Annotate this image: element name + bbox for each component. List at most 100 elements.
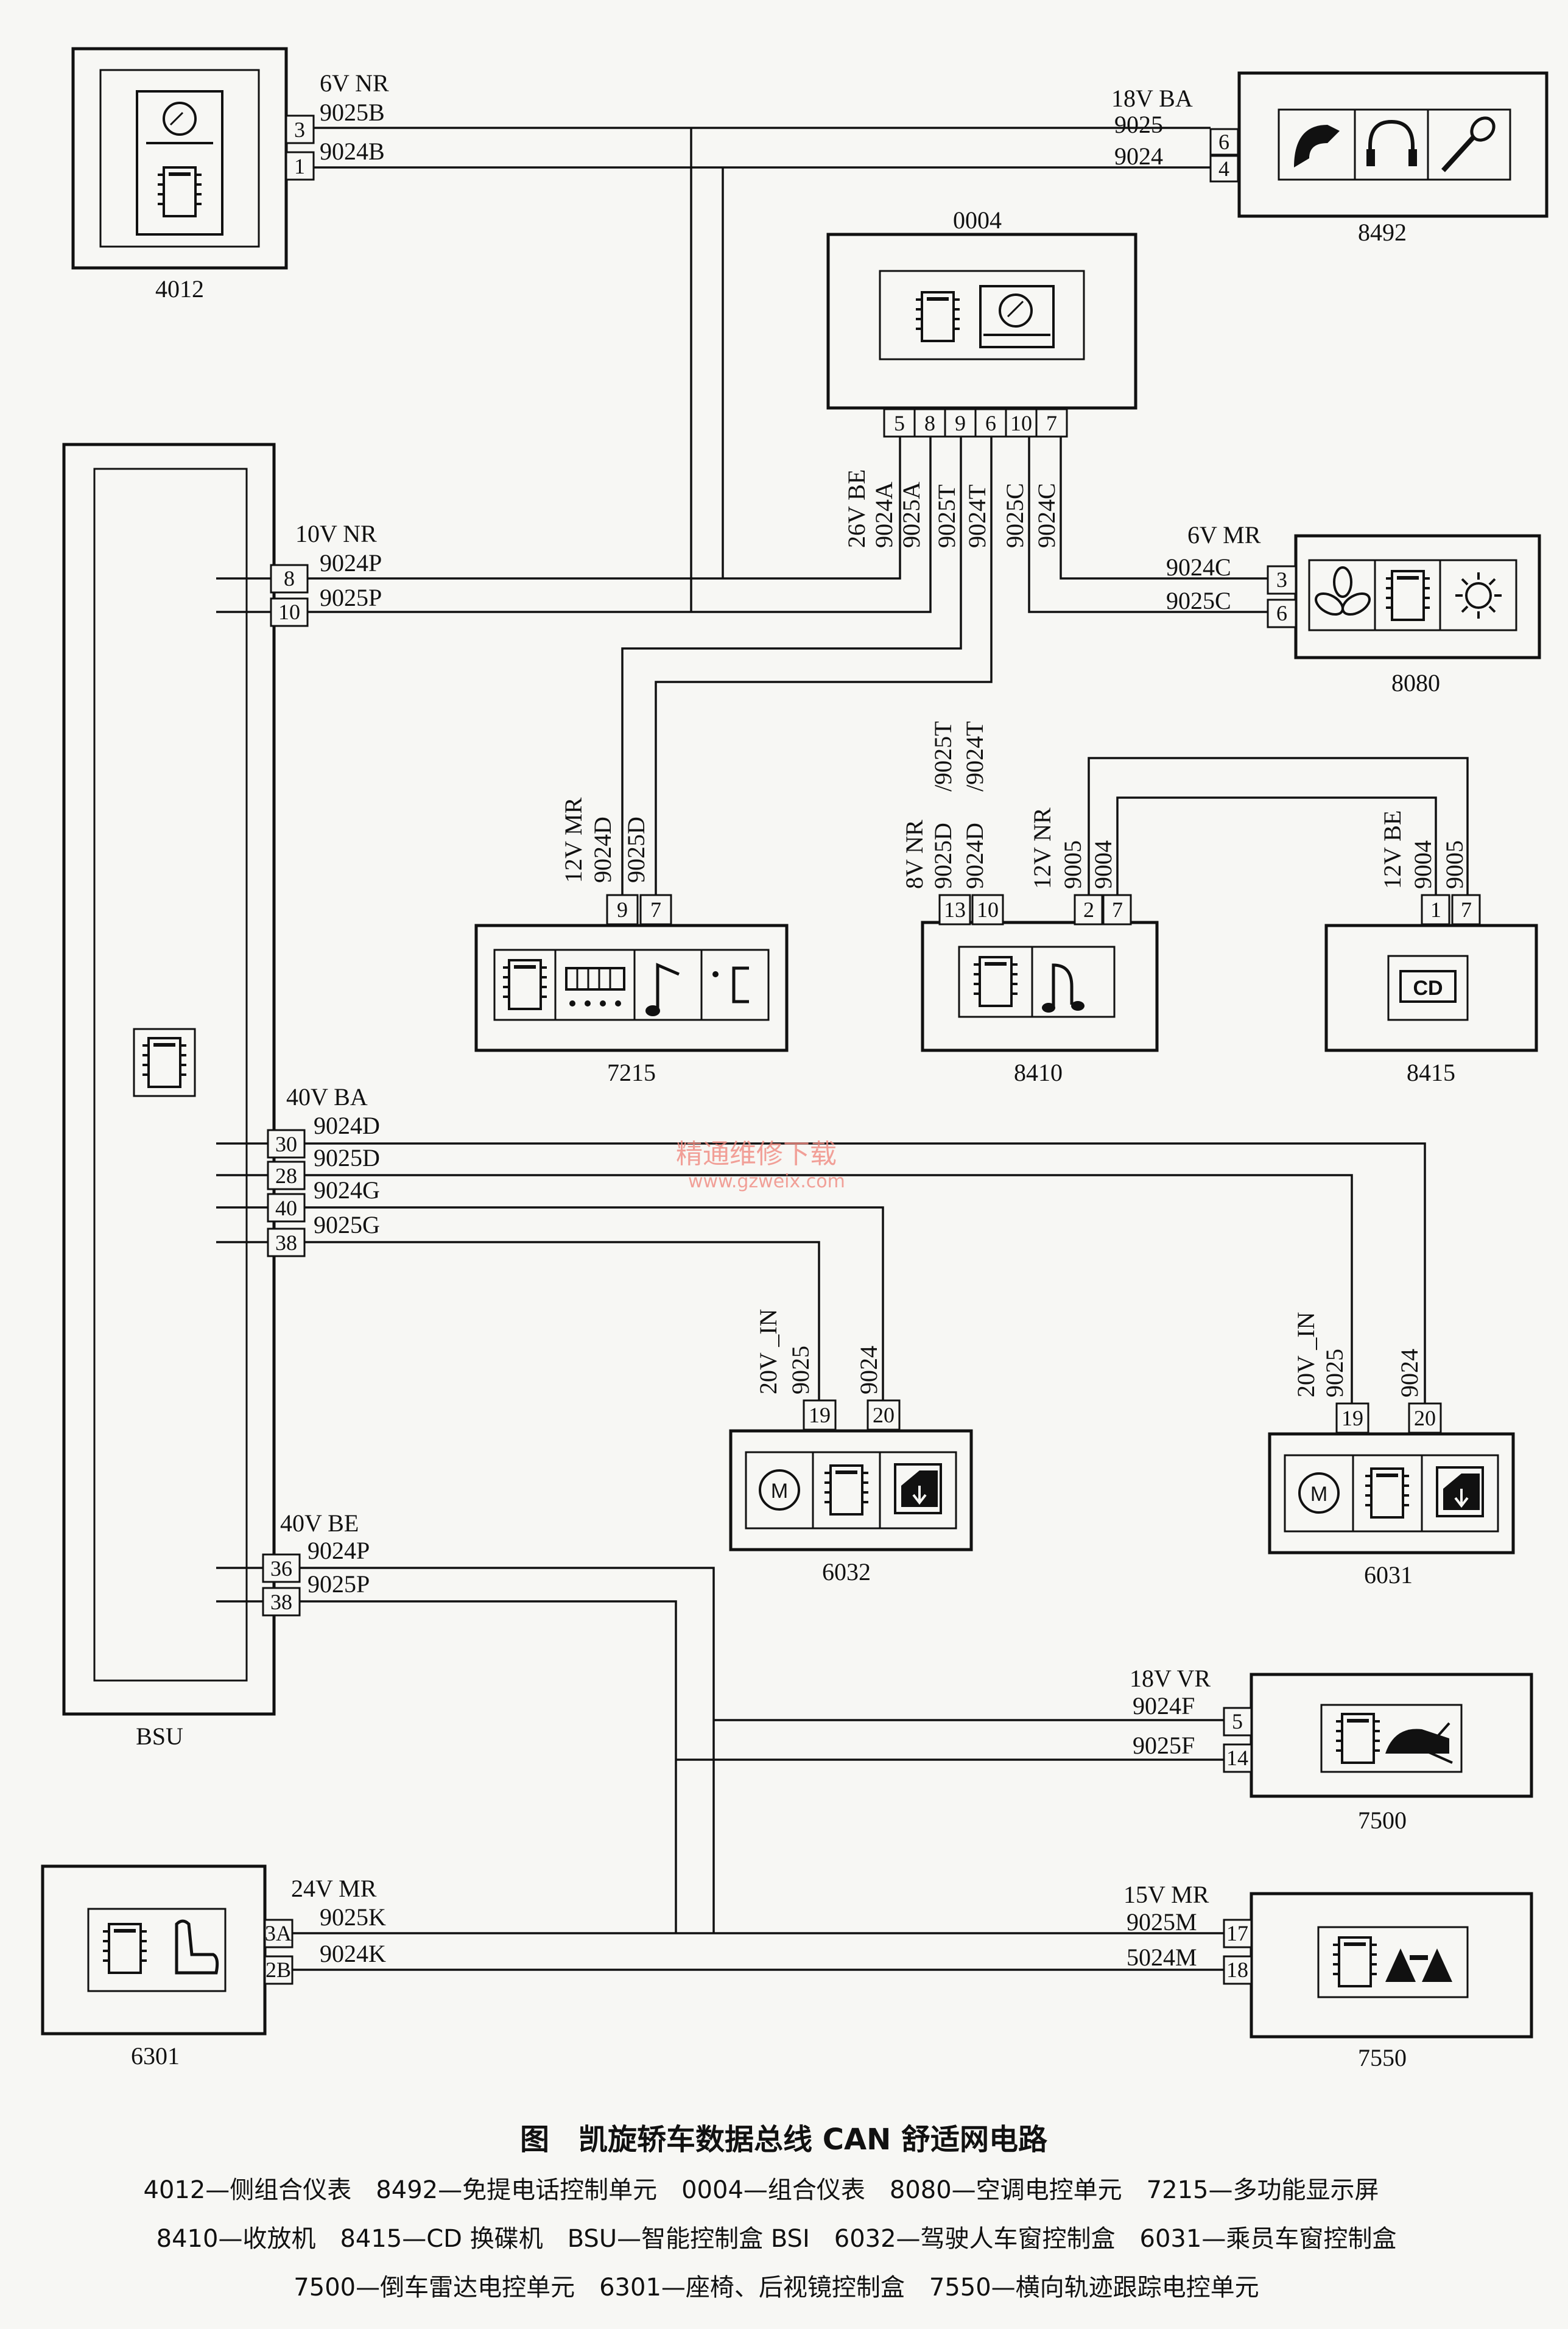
wire-label: 9005 <box>1059 840 1086 889</box>
pin-label: 2 <box>1083 898 1094 922</box>
pin-label: 17 <box>1226 1921 1248 1945</box>
module-0004: 5 8 9 6 10 7 0004 26V BE 9024A 9025A 902… <box>826 206 1137 548</box>
spec-label: 40V BE <box>280 1509 359 1537</box>
fan-icon <box>1315 566 1371 616</box>
spec-label: 8V NR <box>901 820 928 889</box>
seat-icon <box>175 1919 219 1975</box>
spec-label: 12V MR <box>560 797 587 883</box>
module-id: 6031 <box>1364 1561 1413 1589</box>
pin-label: 38 <box>270 1590 292 1614</box>
module-8080: 3 6 6V MR 9024C 9025C 8080 <box>1166 521 1541 697</box>
motor-label: M <box>771 1480 788 1503</box>
wire-label: 9004 <box>1409 840 1436 889</box>
wire-label: 9025B <box>320 99 385 126</box>
module-8410: 13 10 2 7 8V NR 9025D 9024D /9025T /9024… <box>901 721 1159 1086</box>
motor-icon: M <box>1298 1472 1340 1514</box>
module-7500: 5 14 18V VR 9024F 9025F 7500 <box>1130 1665 1533 1834</box>
module-7550: 17 18 15V MR 9025M 5024M 7550 <box>1123 1881 1533 2071</box>
wire-label: 9025K <box>320 1903 386 1931</box>
module-id: 7550 <box>1358 2044 1407 2071</box>
wire-label: 9025P <box>320 584 382 611</box>
bracket-icon <box>712 966 749 1003</box>
pin-label: 7 <box>1112 898 1123 922</box>
pin-label: 9 <box>955 411 966 435</box>
wire-label: 9025A <box>898 482 925 548</box>
pin-label: 5 <box>894 411 905 435</box>
pin-label: 7 <box>650 898 661 922</box>
chip-icon <box>102 1923 148 1974</box>
pin-label: 10 <box>278 600 300 624</box>
wire-label: 9024A <box>870 482 898 548</box>
chip-icon <box>1385 570 1431 621</box>
spec-label: 26V BE <box>843 469 870 548</box>
wire-label: 9024G <box>314 1176 380 1204</box>
chip-icon <box>823 1464 870 1516</box>
wire-label: 9004 <box>1089 840 1117 889</box>
wire-label: 9024 <box>1396 1349 1423 1397</box>
wire-label: /9025T <box>929 721 957 792</box>
module-id: 8492 <box>1358 219 1407 246</box>
wire-label: 9025D <box>622 817 650 883</box>
spec-label: 12V BE <box>1379 810 1406 889</box>
pin-label: 8 <box>924 411 935 435</box>
spec-label: 10V NR <box>295 520 377 547</box>
module-8415: CD 1 7 12V BE 9004 9005 8415 <box>1324 810 1538 1086</box>
lane-tracking-icon <box>1385 1948 1452 1982</box>
pin-label: 28 <box>275 1164 297 1188</box>
wire-label: 9024P <box>308 1537 370 1564</box>
module-id: 8080 <box>1391 669 1440 697</box>
spec-label: 15V MR <box>1123 1881 1209 1908</box>
wire-label: 9024F <box>1133 1692 1195 1720</box>
pin-label: 1 <box>294 154 305 178</box>
motor-icon: M <box>759 1469 800 1511</box>
wire-label: 9025F <box>1133 1732 1195 1759</box>
pin-label: 9 <box>617 898 628 922</box>
module-id: BSU <box>136 1723 183 1750</box>
module-7215: 9 7 12V MR 9024D 9025D 7215 <box>474 797 789 1086</box>
pin-label: 6 <box>1276 601 1287 625</box>
cd-label: CD <box>1413 977 1443 1000</box>
module-bsu: BSU 8 10 10V NR 9024P 9025P 30 28 40 38 … <box>62 443 382 1750</box>
spec-label: 20V _IN <box>1292 1312 1320 1397</box>
gauge-icon <box>136 90 223 236</box>
chip-icon <box>1335 1713 1381 1764</box>
spec-label: 20V _IN <box>754 1309 782 1394</box>
caption-line-2: 8410—收放机 8415—CD 换碟机 BSU—智能控制盒 BSI 6032—… <box>156 2225 1397 2253</box>
pin-label: 8 <box>284 566 295 591</box>
pin-label: 19 <box>809 1403 831 1427</box>
module-id: 8410 <box>1014 1059 1063 1086</box>
cd-icon: CD <box>1399 970 1457 1003</box>
pin-label: 19 <box>1341 1406 1363 1430</box>
wire-label: 9025D <box>314 1144 380 1172</box>
spec-label: 24V MR <box>291 1875 377 1902</box>
wire-label: 9025T <box>933 485 960 548</box>
pin-label: 14 <box>1226 1746 1248 1770</box>
motor-label: M <box>1310 1483 1327 1506</box>
pin-label: 5 <box>1232 1709 1243 1734</box>
chip-icon <box>502 959 548 1010</box>
wire-label: 9024T <box>963 485 991 548</box>
module-id: 6032 <box>822 1558 871 1586</box>
module-id: 6301 <box>131 2042 180 2070</box>
chip-icon <box>156 166 203 217</box>
module-8492: 6 4 18V BA 9025 9024 8492 <box>1111 71 1549 246</box>
microphone-icon <box>1441 135 1475 172</box>
pin-label: 20 <box>1414 1406 1436 1430</box>
display-icon <box>565 967 625 1006</box>
window-icon <box>1436 1466 1484 1517</box>
caption-line-3: 7500—倒车雷达电控单元 6301—座椅、后视镜控制盒 7550—横向轨迹跟踪… <box>294 2274 1259 2302</box>
pin-label: 40 <box>275 1196 297 1220</box>
pin-label: 3A <box>265 1921 292 1945</box>
music-note-icon <box>645 963 680 1016</box>
module-id: 0004 <box>953 206 1002 234</box>
pin-label: 36 <box>270 1556 292 1581</box>
headset-icon <box>1368 119 1415 161</box>
wire-label: 9024C <box>1166 553 1231 581</box>
spec-label: 6V NR <box>320 69 389 97</box>
wiring <box>216 127 1469 1971</box>
window-icon <box>894 1463 942 1514</box>
wire-label: 9024B <box>320 138 385 165</box>
module-id: 4012 <box>155 275 204 303</box>
module-id: 8415 <box>1407 1059 1455 1086</box>
pin-label: 6 <box>1218 130 1229 154</box>
